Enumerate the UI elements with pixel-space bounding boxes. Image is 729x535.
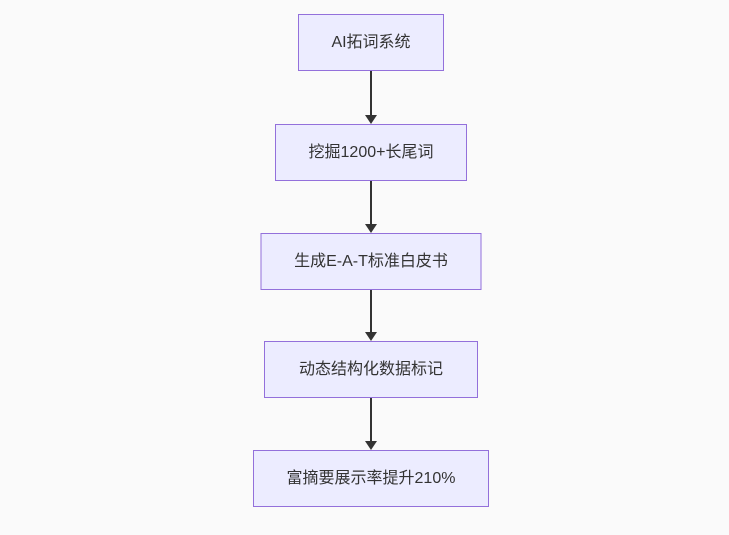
- arrow-head-icon: [365, 332, 377, 341]
- node-label: 富摘要展示率提升210%: [286, 469, 456, 487]
- arrow-line: [370, 398, 372, 441]
- node-label: 生成E-A-T标准白皮书: [294, 252, 448, 270]
- arrow-line: [370, 71, 372, 115]
- flowchart-node-eat-whitepaper: 生成E-A-T标准白皮书: [260, 233, 482, 290]
- flowchart-node-rich-snippet-result: 富摘要展示率提升210%: [253, 450, 489, 507]
- flowchart-arrow-4: [365, 398, 377, 450]
- node-label: 挖掘1200+长尾词: [308, 143, 434, 161]
- arrow-head-icon: [365, 115, 377, 124]
- flowchart-arrow-2: [365, 181, 377, 233]
- flowchart-node-ai-keyword-system: AI拓词系统: [298, 14, 444, 71]
- node-label: AI拓词系统: [331, 33, 411, 51]
- flowchart-node-longtail-mining: 挖掘1200+长尾词: [275, 124, 467, 181]
- arrow-line: [370, 181, 372, 224]
- flowchart-arrow-3: [365, 290, 377, 341]
- flowchart-node-structured-data-markup: 动态结构化数据标记: [264, 341, 478, 398]
- arrow-head-icon: [365, 224, 377, 233]
- arrow-head-icon: [365, 441, 377, 450]
- node-label: 动态结构化数据标记: [298, 360, 443, 378]
- flowchart-arrow-1: [365, 71, 377, 124]
- arrow-line: [370, 290, 372, 332]
